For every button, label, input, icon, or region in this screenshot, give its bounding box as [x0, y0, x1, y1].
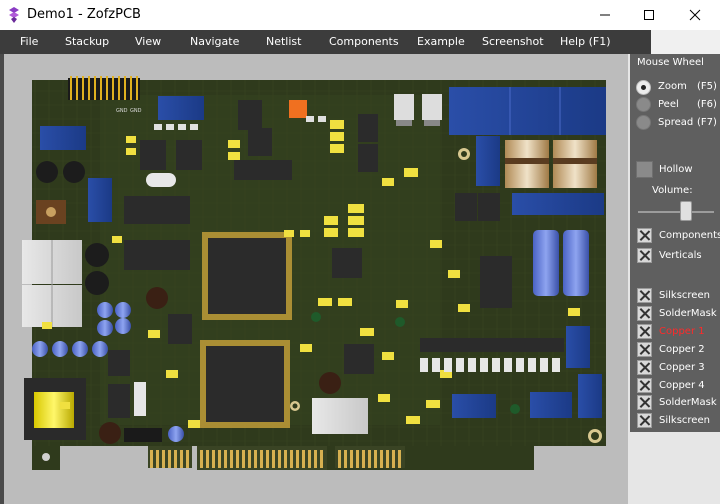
silk-gnd-2: GND [130, 108, 142, 114]
layer-label[interactable]: Copper 1 [659, 325, 705, 337]
menu-stackup[interactable]: Stackup [65, 35, 110, 48]
window-title: Demo1 - ZofzPCB [27, 7, 141, 22]
components-checkbox[interactable] [637, 228, 652, 243]
layer-checkbox[interactable] [637, 359, 652, 375]
pcb-viewport[interactable]: GND GND [0, 54, 628, 504]
blue-capacitor [40, 126, 86, 150]
radio-zoom-label[interactable]: Zoom [658, 81, 687, 92]
verticals-toggle-label[interactable]: Verticals [659, 250, 702, 261]
hollow-checkbox[interactable] [636, 161, 653, 178]
layer-checkbox[interactable] [637, 395, 652, 411]
minimize-button[interactable] [582, 0, 628, 30]
radio-peel-key: (F6) [697, 99, 717, 110]
layer-checkbox[interactable] [637, 288, 652, 303]
pin-header [68, 76, 140, 100]
layer-label[interactable]: SolderMask [659, 307, 717, 319]
title-bar: Demo1 - ZofzPCB [0, 0, 720, 30]
control-panel: Mouse Wheel Zoom (F5) Peel (F6) Spread (… [628, 54, 720, 504]
layer-label[interactable]: Copper 3 [659, 361, 705, 373]
menu-help[interactable]: Help (F1) [560, 35, 611, 48]
maximize-icon [644, 10, 654, 20]
radio-peel[interactable] [636, 97, 651, 112]
close-icon [689, 9, 701, 21]
components-toggle-label[interactable]: Components [659, 230, 720, 241]
volume-slider-knob[interactable] [680, 201, 693, 221]
zofzpcb-app-icon [9, 7, 19, 23]
volume-label: Volume: [652, 185, 693, 196]
hollow-label[interactable]: Hollow [659, 164, 693, 175]
layer-label[interactable]: SolderMask [659, 397, 717, 409]
mouse-wheel-heading: Mouse Wheel [637, 57, 704, 68]
layer-label[interactable]: Copper 2 [659, 343, 705, 355]
radio-zoom[interactable] [636, 80, 651, 95]
volume-slider-track[interactable] [638, 211, 714, 213]
layer-checkbox[interactable] [637, 377, 652, 393]
layer-label[interactable]: Silkscreen [659, 290, 710, 301]
menu-view[interactable]: View [135, 35, 162, 48]
verticals-checkbox[interactable] [637, 248, 652, 263]
layer-checkbox[interactable] [637, 305, 652, 321]
qfp-ic-main [202, 232, 292, 320]
menu-screenshot[interactable]: Screenshot [482, 35, 544, 48]
radio-zoom-key: (F5) [697, 81, 717, 92]
menu-components[interactable]: Components [329, 35, 399, 48]
control-panel-inner: Mouse Wheel Zoom (F5) Peel (F6) Spread (… [630, 54, 720, 432]
minimize-icon [600, 14, 610, 16]
radio-spread-label[interactable]: Spread [658, 117, 694, 128]
menu-example[interactable]: Example [417, 35, 465, 48]
layer-label[interactable]: Silkscreen [659, 415, 710, 427]
maximize-button[interactable] [626, 0, 672, 30]
pcb-board-render[interactable]: GND GND [0, 54, 628, 504]
radio-spread[interactable] [636, 115, 651, 130]
radio-peel-label[interactable]: Peel [658, 99, 679, 110]
close-button[interactable] [672, 0, 718, 30]
radio-spread-key: (F7) [697, 117, 717, 128]
layer-checkbox[interactable] [637, 341, 652, 357]
menu-navigate[interactable]: Navigate [190, 35, 240, 48]
silk-gnd-1: GND [116, 108, 128, 114]
menu-netlist[interactable]: Netlist [266, 35, 302, 48]
menu-file[interactable]: File [20, 35, 39, 48]
layer-label[interactable]: Copper 4 [659, 379, 705, 391]
edge-connector [148, 446, 405, 470]
menu-bar: File Stackup View Navigate Netlist Compo… [0, 30, 651, 54]
layer-checkbox[interactable] [637, 413, 652, 429]
layer-checkbox[interactable] [637, 323, 652, 339]
